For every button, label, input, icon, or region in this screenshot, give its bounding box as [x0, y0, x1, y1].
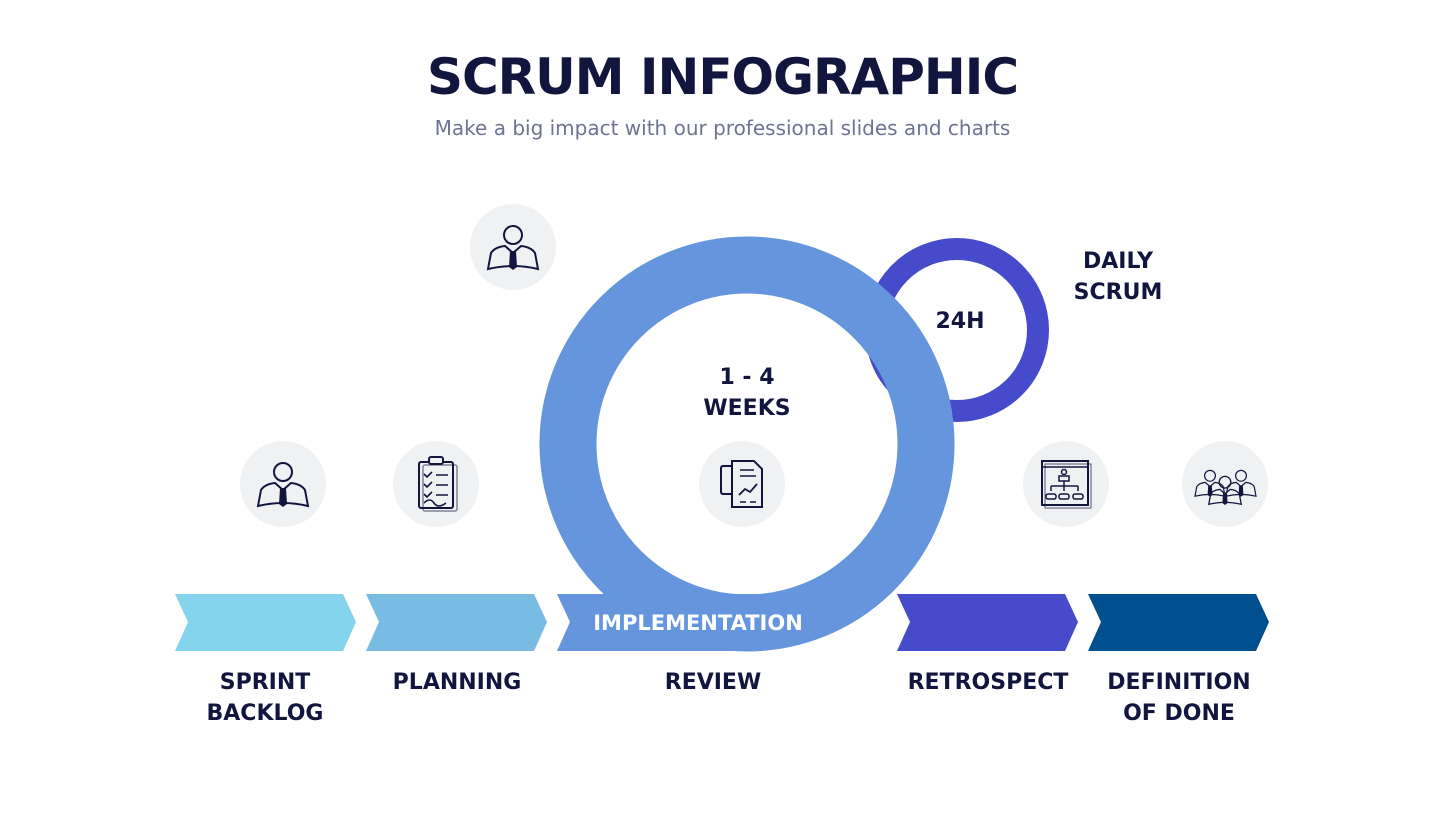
daily-scrum-label-line2: SCRUM [1074, 280, 1163, 305]
sprint-duration-line2: WEEKS [703, 396, 790, 421]
step-arrow-implementation [557, 594, 760, 651]
step-arrow-definition-of-done [1088, 594, 1269, 651]
label-line: RETROSPECT [907, 670, 1069, 695]
page-title: SCRUM INFOGRAPHIC [426, 48, 1019, 106]
daily-duration: 24H [935, 309, 984, 334]
org-chart-icon [1023, 441, 1109, 527]
step-arrow-planning [366, 594, 547, 651]
label-line: DEFINITION [1107, 670, 1251, 695]
label-line: BACKLOG [206, 701, 324, 726]
step-label-retrospect: RETROSPECT [878, 667, 1098, 698]
step-arrow-retrospect [897, 594, 1078, 651]
step-label-definition-of-done: DEFINITION OF DONE [1069, 667, 1289, 729]
label-line: REVIEW [664, 670, 762, 695]
label-line: SPRINT [219, 670, 311, 695]
clipboard-checklist-icon [393, 441, 479, 527]
team-icon [1182, 441, 1268, 527]
step-label-planning: PLANNING [347, 667, 567, 698]
businessman-icon [470, 204, 556, 290]
page-subtitle: Make a big impact with our professional … [434, 116, 1011, 140]
report-chart-icon [699, 441, 785, 527]
label-line: OF DONE [1123, 701, 1235, 726]
daily-scrum-label-line1: DAILY [1083, 249, 1154, 274]
sprint-duration-line1: 1 - 4 [719, 365, 774, 390]
implementation-arrow-text: IMPLEMENTATION [593, 611, 803, 635]
step-arrow-sprint-backlog [175, 594, 356, 651]
step-label-sprint-backlog: SPRINT BACKLOG [155, 667, 375, 729]
businessman-icon [240, 441, 326, 527]
label-line: PLANNING [392, 670, 522, 695]
step-label-review: REVIEW [603, 667, 823, 698]
